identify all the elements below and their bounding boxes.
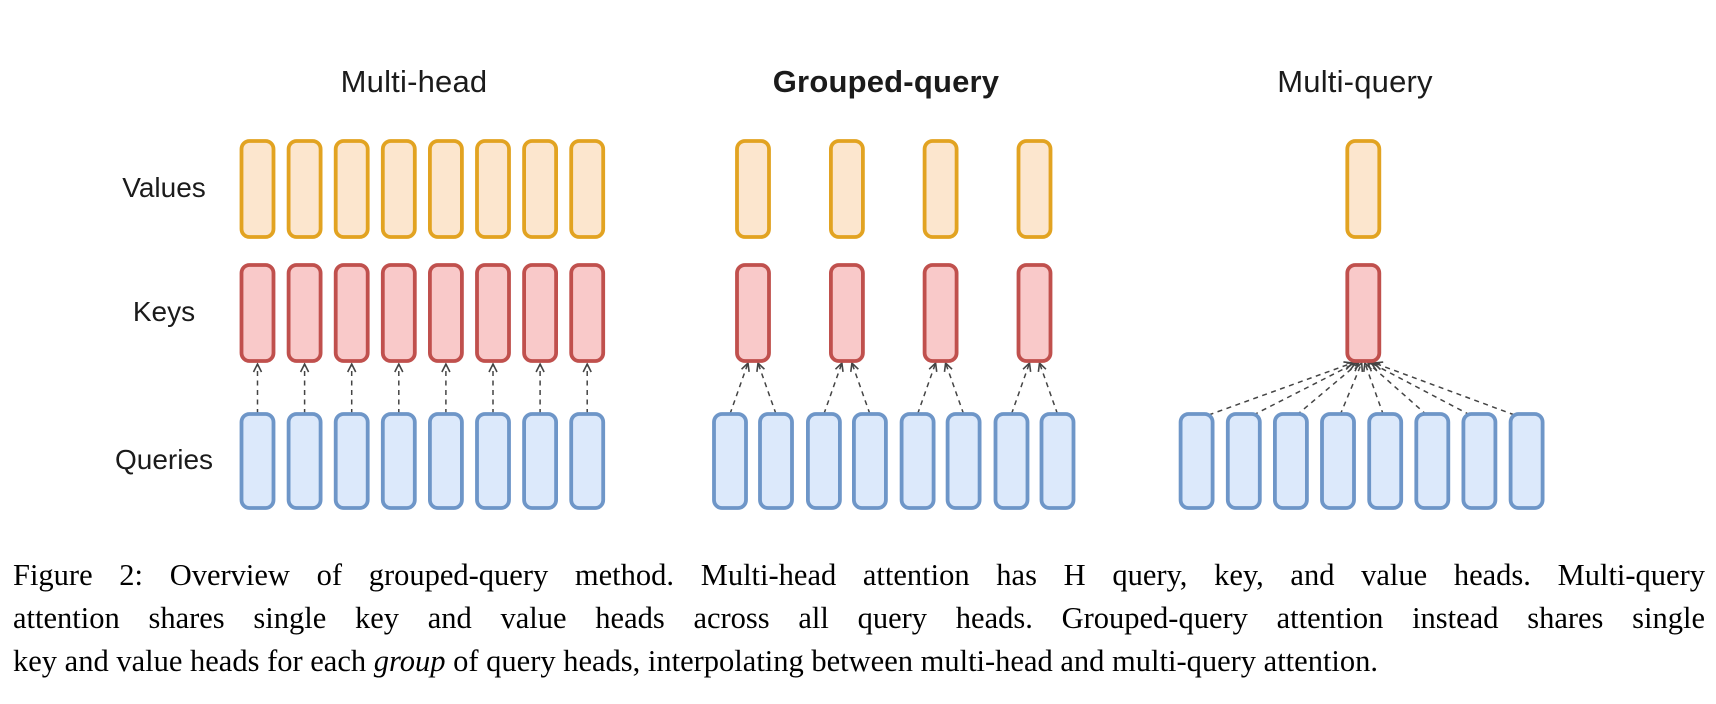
caption-line-2: attention shares single key and value he… <box>13 601 1705 635</box>
caption-line-3-text-end: of query heads, interpolating between mu… <box>445 644 1379 678</box>
caption-line-3-text: key and value heads for each <box>13 644 374 678</box>
panel-title-grouped-query: Grouped-query <box>772 64 1000 99</box>
panel-title-multi-head: Multi-head <box>340 64 488 99</box>
attention-heads-diagram <box>239 139 1545 510</box>
caption-line-1: Figure 2: Overview of grouped-query meth… <box>13 558 1705 592</box>
row-label-keys: Keys <box>132 296 196 327</box>
caption-line-3-italic-word: group <box>373 644 446 678</box>
row-label-queries: Queries <box>114 444 214 475</box>
figure-caption: Figure 2: Overview of grouped-query meth… <box>13 554 1705 683</box>
panel-title-multi-query: Multi-query <box>1277 64 1433 99</box>
caption-line-3: key and value heads for each group of qu… <box>13 640 1705 683</box>
row-label-values: Values <box>122 172 206 203</box>
